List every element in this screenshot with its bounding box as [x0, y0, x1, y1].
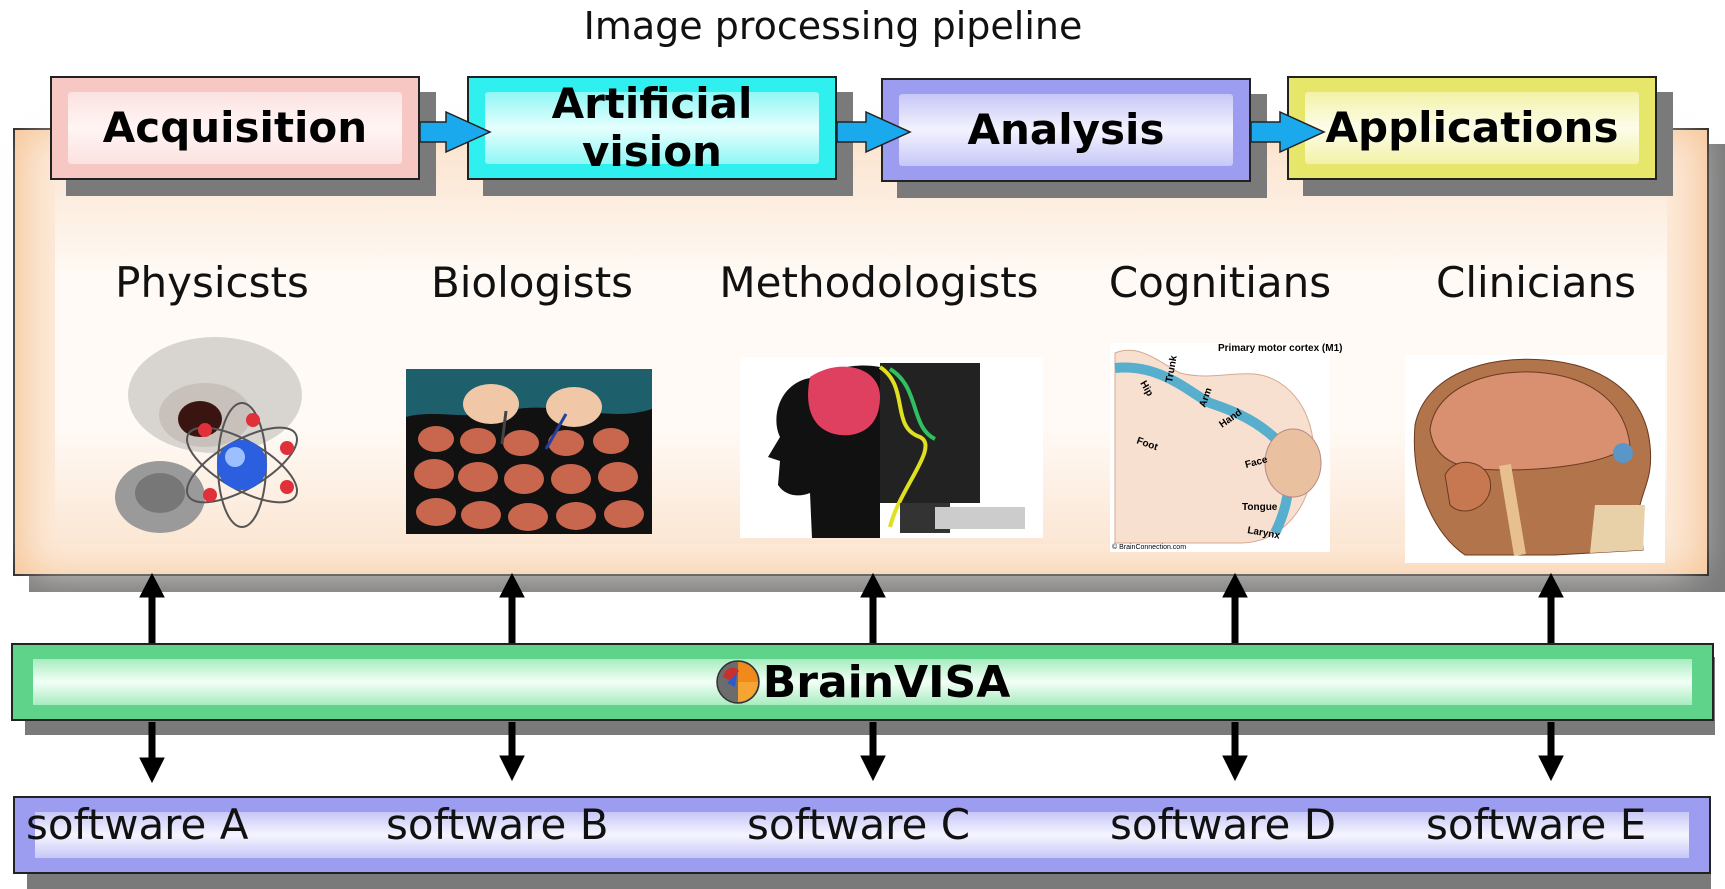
arrow-icon [419, 110, 1326, 154]
stage-label: Applications [1325, 103, 1619, 152]
stage-applications: Applications [1287, 76, 1657, 180]
software-a: software A [26, 800, 249, 849]
software-e: software E [1426, 800, 1647, 849]
role-clinicians: Clinicians [1436, 258, 1636, 307]
atom-image [115, 337, 302, 533]
software-bar [13, 796, 1711, 874]
stage-acquisition: Acquisition [50, 76, 420, 180]
motor-cortex-image: Primary motor cortex (M1) Hip Trunk Arm … [1110, 343, 1342, 552]
brainvisa-bar: BrainVISA [11, 643, 1714, 721]
role-physicists: Physicsts [115, 258, 309, 307]
stage-analysis: Analysis [881, 78, 1251, 182]
motor-cortex-title: Primary motor cortex (M1) [1218, 343, 1342, 354]
stage-label: Acquisition [102, 103, 368, 152]
software-b: software B [386, 800, 609, 849]
head-computer-image [740, 357, 1043, 538]
label-tongue: Tongue [1242, 502, 1278, 513]
brain-slices-image [406, 369, 652, 534]
role-cognitians: Cognitians [1108, 258, 1332, 307]
stage-label: Analysis [967, 105, 1165, 154]
head-sagittal-image [1405, 355, 1665, 563]
role-methodologists: Methodologists [719, 258, 1039, 307]
image-credit: © BrainConnection.com [1112, 543, 1186, 551]
diagram-title: Image processing pipeline [583, 4, 1083, 48]
label-trunk: Trunk [1164, 354, 1180, 383]
role-biologists: Biologists [430, 258, 634, 307]
down-arrows [139, 722, 1564, 784]
brainvisa-logo-icon [716, 660, 760, 704]
stage-artificial-vision: Artificial vision [467, 76, 837, 180]
platform-name: BrainVISA [762, 656, 1011, 708]
software-d: software D [1110, 800, 1337, 849]
stage-label: Artificial vision [551, 79, 753, 176]
software-c: software C [747, 800, 971, 849]
